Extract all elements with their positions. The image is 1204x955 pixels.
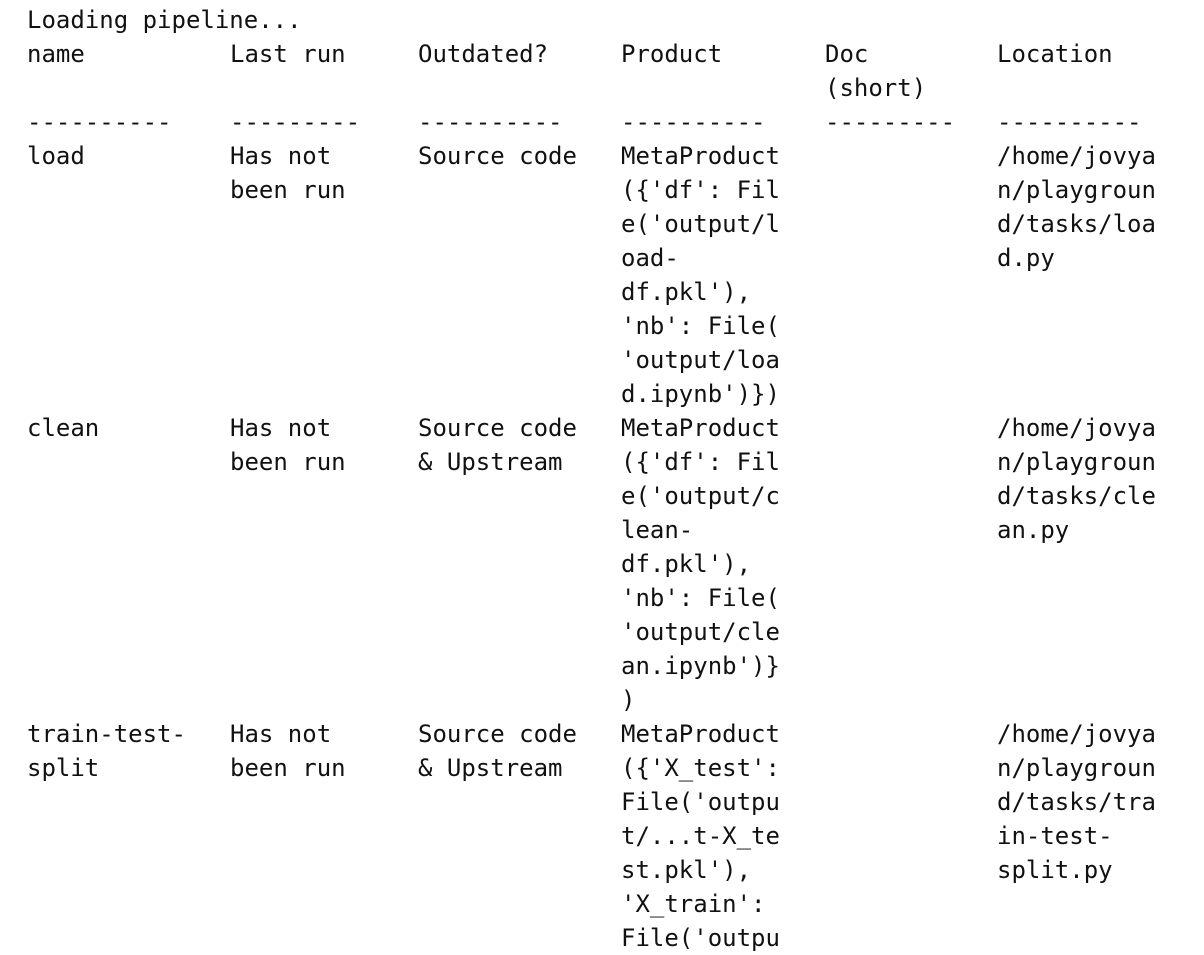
cell-line: Source code	[418, 720, 577, 748]
cell-name: clean	[27, 411, 99, 445]
cell-product: MetaProduct ({'df': Fil e('output/l oad-df.…	[621, 139, 780, 411]
terminal-output: Loading pipeline... name Last run Outdated…	[27, 3, 1204, 955]
cell-line: File('outpu	[621, 924, 780, 952]
cell-line: lean-	[621, 516, 694, 544]
table-row: train-test-split Has not been run Source co…	[27, 717, 1204, 955]
cell-line: Source code	[418, 414, 577, 442]
header-outdated: Outdated?	[418, 37, 548, 71]
cell-line: ({'df': Fil	[621, 448, 780, 476]
cell-line: MetaProduct	[621, 414, 780, 442]
cell-line: d/tasks/loa	[997, 210, 1156, 238]
cell-line: MetaProduct	[621, 142, 780, 170]
cell-outdated: Source code & Upstream	[418, 411, 577, 479]
cell-line: ({'X_test':	[621, 754, 780, 782]
cell-line: d.py	[997, 244, 1055, 272]
cell-line: an.py	[997, 516, 1070, 544]
cell-line: df.pkl'),	[621, 278, 752, 306]
cell-line: Doc	[825, 40, 869, 68]
cell-location: /home/jovya n/playgroun d/tasks/tra in-test…	[997, 717, 1156, 887]
cell-line: Has not	[230, 414, 332, 442]
cell-line: Product	[621, 40, 723, 68]
header-doc: Doc (short)	[825, 37, 926, 105]
cell-line: d/tasks/cle	[997, 482, 1156, 510]
cell-line: (short)	[825, 74, 927, 102]
cell-line: /home/jovya	[997, 142, 1156, 170]
cell-name: load	[27, 139, 85, 173]
header-last-run: Last run	[230, 37, 346, 71]
cell-line: Last run	[230, 40, 346, 68]
cell-line: df.pkl'),	[621, 550, 752, 578]
cell-outdated: Source code	[418, 139, 577, 173]
cell-line: n/playgroun	[997, 754, 1156, 782]
cell-line: clean	[27, 414, 100, 442]
header-name: name	[27, 37, 85, 71]
cell-line: an.ipynb')}	[621, 652, 780, 680]
cell-line: been run	[230, 448, 346, 476]
separator-doc: ---------	[825, 108, 956, 136]
cell-line: Has not	[230, 720, 332, 748]
cell-line: t/...t-X_te	[621, 822, 780, 850]
cell-line: in-test-	[997, 822, 1113, 850]
cell-line: 'X_train':	[621, 890, 766, 918]
cell-last-run: Has not been run	[230, 411, 346, 479]
table-row: load Has not been run Source code MetaProduc…	[27, 139, 1204, 411]
cell-line: n/playgroun	[997, 176, 1156, 204]
cell-line: oad-	[621, 244, 679, 272]
cell-line: been run	[230, 176, 346, 204]
cell-line: st.pkl'),	[621, 856, 752, 884]
header-location: Location	[997, 37, 1113, 71]
cell-last-run: Has not been run	[230, 139, 346, 207]
cell-last-run: Has not been run	[230, 717, 346, 785]
cell-line: Source code	[418, 142, 577, 170]
table-separator: ----------------------------------------…	[27, 105, 1204, 139]
separator-location: ----------	[997, 108, 1142, 136]
cell-outdated: Source code & Upstream	[418, 717, 577, 785]
cell-line: & Upstream	[418, 448, 563, 476]
cell-line: MetaProduct	[621, 720, 780, 748]
cell-line: 'nb': File(	[621, 312, 780, 340]
cell-line: 'output/loa	[621, 346, 780, 374]
separator-product: ----------	[621, 108, 766, 136]
status-line: Loading pipeline...	[27, 6, 302, 34]
separator-last-run: ---------	[230, 108, 361, 136]
cell-line: name	[27, 40, 85, 68]
cell-line: load	[27, 142, 85, 170]
cell-line: 'nb': File(	[621, 584, 780, 612]
cell-line: d/tasks/tra	[997, 788, 1156, 816]
cell-line: been run	[230, 754, 346, 782]
cell-line: /home/jovya	[997, 414, 1156, 442]
cell-line: e('output/l	[621, 210, 780, 238]
cell-name: train-test-split	[27, 717, 186, 785]
header-product: Product	[621, 37, 722, 71]
cell-location: /home/jovya n/playgroun d/tasks/loa d.py	[997, 139, 1156, 275]
cell-product: MetaProduct ({'df': Fil e('output/c lean-df…	[621, 411, 780, 717]
table-header: name Last run Outdated? Product Doc (short) Lo…	[27, 37, 1204, 105]
cell-line: 'output/cle	[621, 618, 780, 646]
cell-location: /home/jovya n/playgroun d/tasks/cle an.py	[997, 411, 1156, 547]
cell-line: )	[621, 686, 636, 714]
separator-outdated: ----------	[418, 108, 563, 136]
separator-name: ----------	[27, 108, 172, 136]
cell-line: /home/jovya	[997, 720, 1156, 748]
table-row: clean Has not been run Source code & Upstrea…	[27, 411, 1204, 717]
cell-line: split.py	[997, 856, 1113, 884]
cell-line: Outdated?	[418, 40, 549, 68]
cell-line: d.ipynb')})	[621, 380, 780, 408]
cell-line: train-test-	[27, 720, 186, 748]
cell-line: e('output/c	[621, 482, 780, 510]
cell-line: n/playgroun	[997, 448, 1156, 476]
cell-line: & Upstream	[418, 754, 563, 782]
cell-line: File('outpu	[621, 788, 780, 816]
cell-product: MetaProduct ({'X_test': File('outpu t/...t-…	[621, 717, 780, 955]
cell-line: Location	[997, 40, 1113, 68]
cell-line: ({'df': Fil	[621, 176, 780, 204]
cell-line: Has not	[230, 142, 332, 170]
cell-line: split	[27, 754, 100, 782]
